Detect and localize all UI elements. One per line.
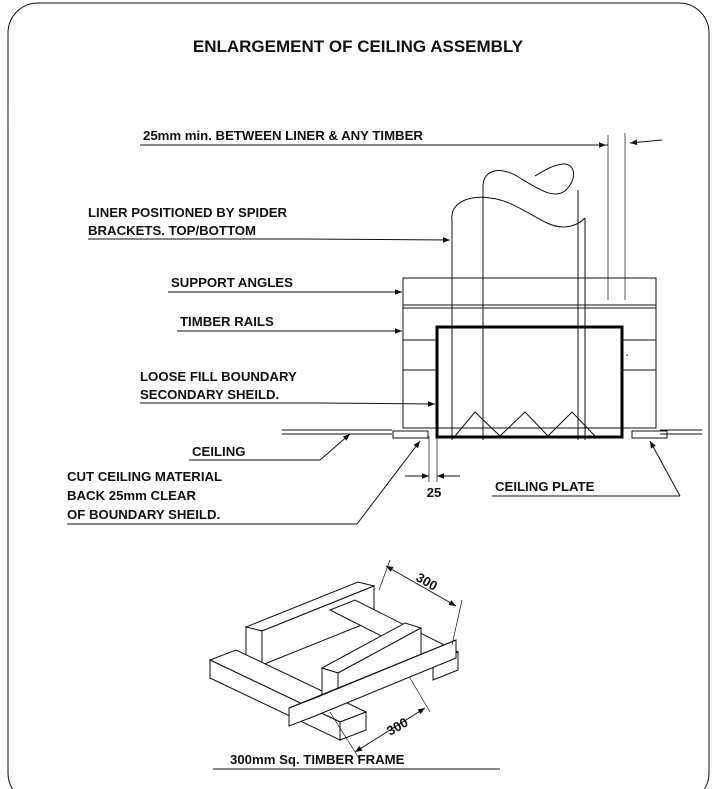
frame-beam-middle: [288, 639, 457, 727]
cut-arrow: [356, 440, 421, 525]
drawing-title: ENLARGEMENT OF CEILING ASSEMBLY: [193, 37, 524, 56]
spider-bracket: [454, 411, 596, 437]
frame-dim-bottom-ext1: [329, 711, 361, 761]
sheet-border: [7, 2, 710, 789]
clearance-arrow-right: [629, 139, 663, 146]
liner-arrow: [299, 237, 451, 243]
frame-dim-bottom-label: 300: [384, 715, 411, 739]
boundary-shield: [435, 325, 624, 439]
frame-dim-top-label: 300: [414, 570, 441, 594]
flue-liner: [451, 163, 586, 440]
dim-25-label: 25: [427, 485, 442, 500]
frame-dim-top-line: [385, 565, 457, 607]
loose-fill-label-line2: SECONDARY SHEILD.: [140, 387, 279, 402]
ceiling-label: CEILING: [192, 444, 245, 459]
cut-label-line3: OF BOUNDARY SHEILD.: [67, 507, 220, 522]
frame-dim-top-ext2: [451, 599, 463, 646]
reference-dot: [626, 354, 628, 356]
liner-label-line2: BRACKETS. TOP/BOTTOM: [88, 223, 256, 238]
loose-fill-arrow: [319, 401, 436, 407]
cut-label-line2: BACK 25mm CLEAR: [67, 488, 196, 503]
loose-fill-label-line1: LOOSE FILL BOUNDARY: [140, 369, 297, 384]
liner-label-line1: LINER POSITIONED BY SPIDER: [88, 205, 288, 220]
ceiling-plate-label: CEILING PLATE: [495, 479, 595, 494]
frame-dim-top-ext1: [378, 559, 391, 591]
frame-dim-bottom-ext2: [409, 677, 431, 713]
ceiling-plates: [392, 430, 668, 439]
cut-label-line1: CUT CEILING MATERIAL: [67, 469, 222, 484]
frame-caption: 300mm Sq. TIMBER FRAME: [230, 752, 405, 767]
ceiling-arrow: [319, 433, 351, 461]
timber-rails-label: TIMBER RAILS: [180, 314, 274, 329]
frame-dim-bottom-line: [354, 707, 426, 753]
support-box: [402, 277, 657, 429]
support-angles-label: SUPPORT ANGLES: [171, 275, 293, 290]
timber-frame: [208, 581, 460, 741]
ceiling-plate-arrow: [649, 440, 681, 497]
clearance-label: 25mm min. BETWEEN LINER & ANY TIMBER: [143, 128, 423, 143]
